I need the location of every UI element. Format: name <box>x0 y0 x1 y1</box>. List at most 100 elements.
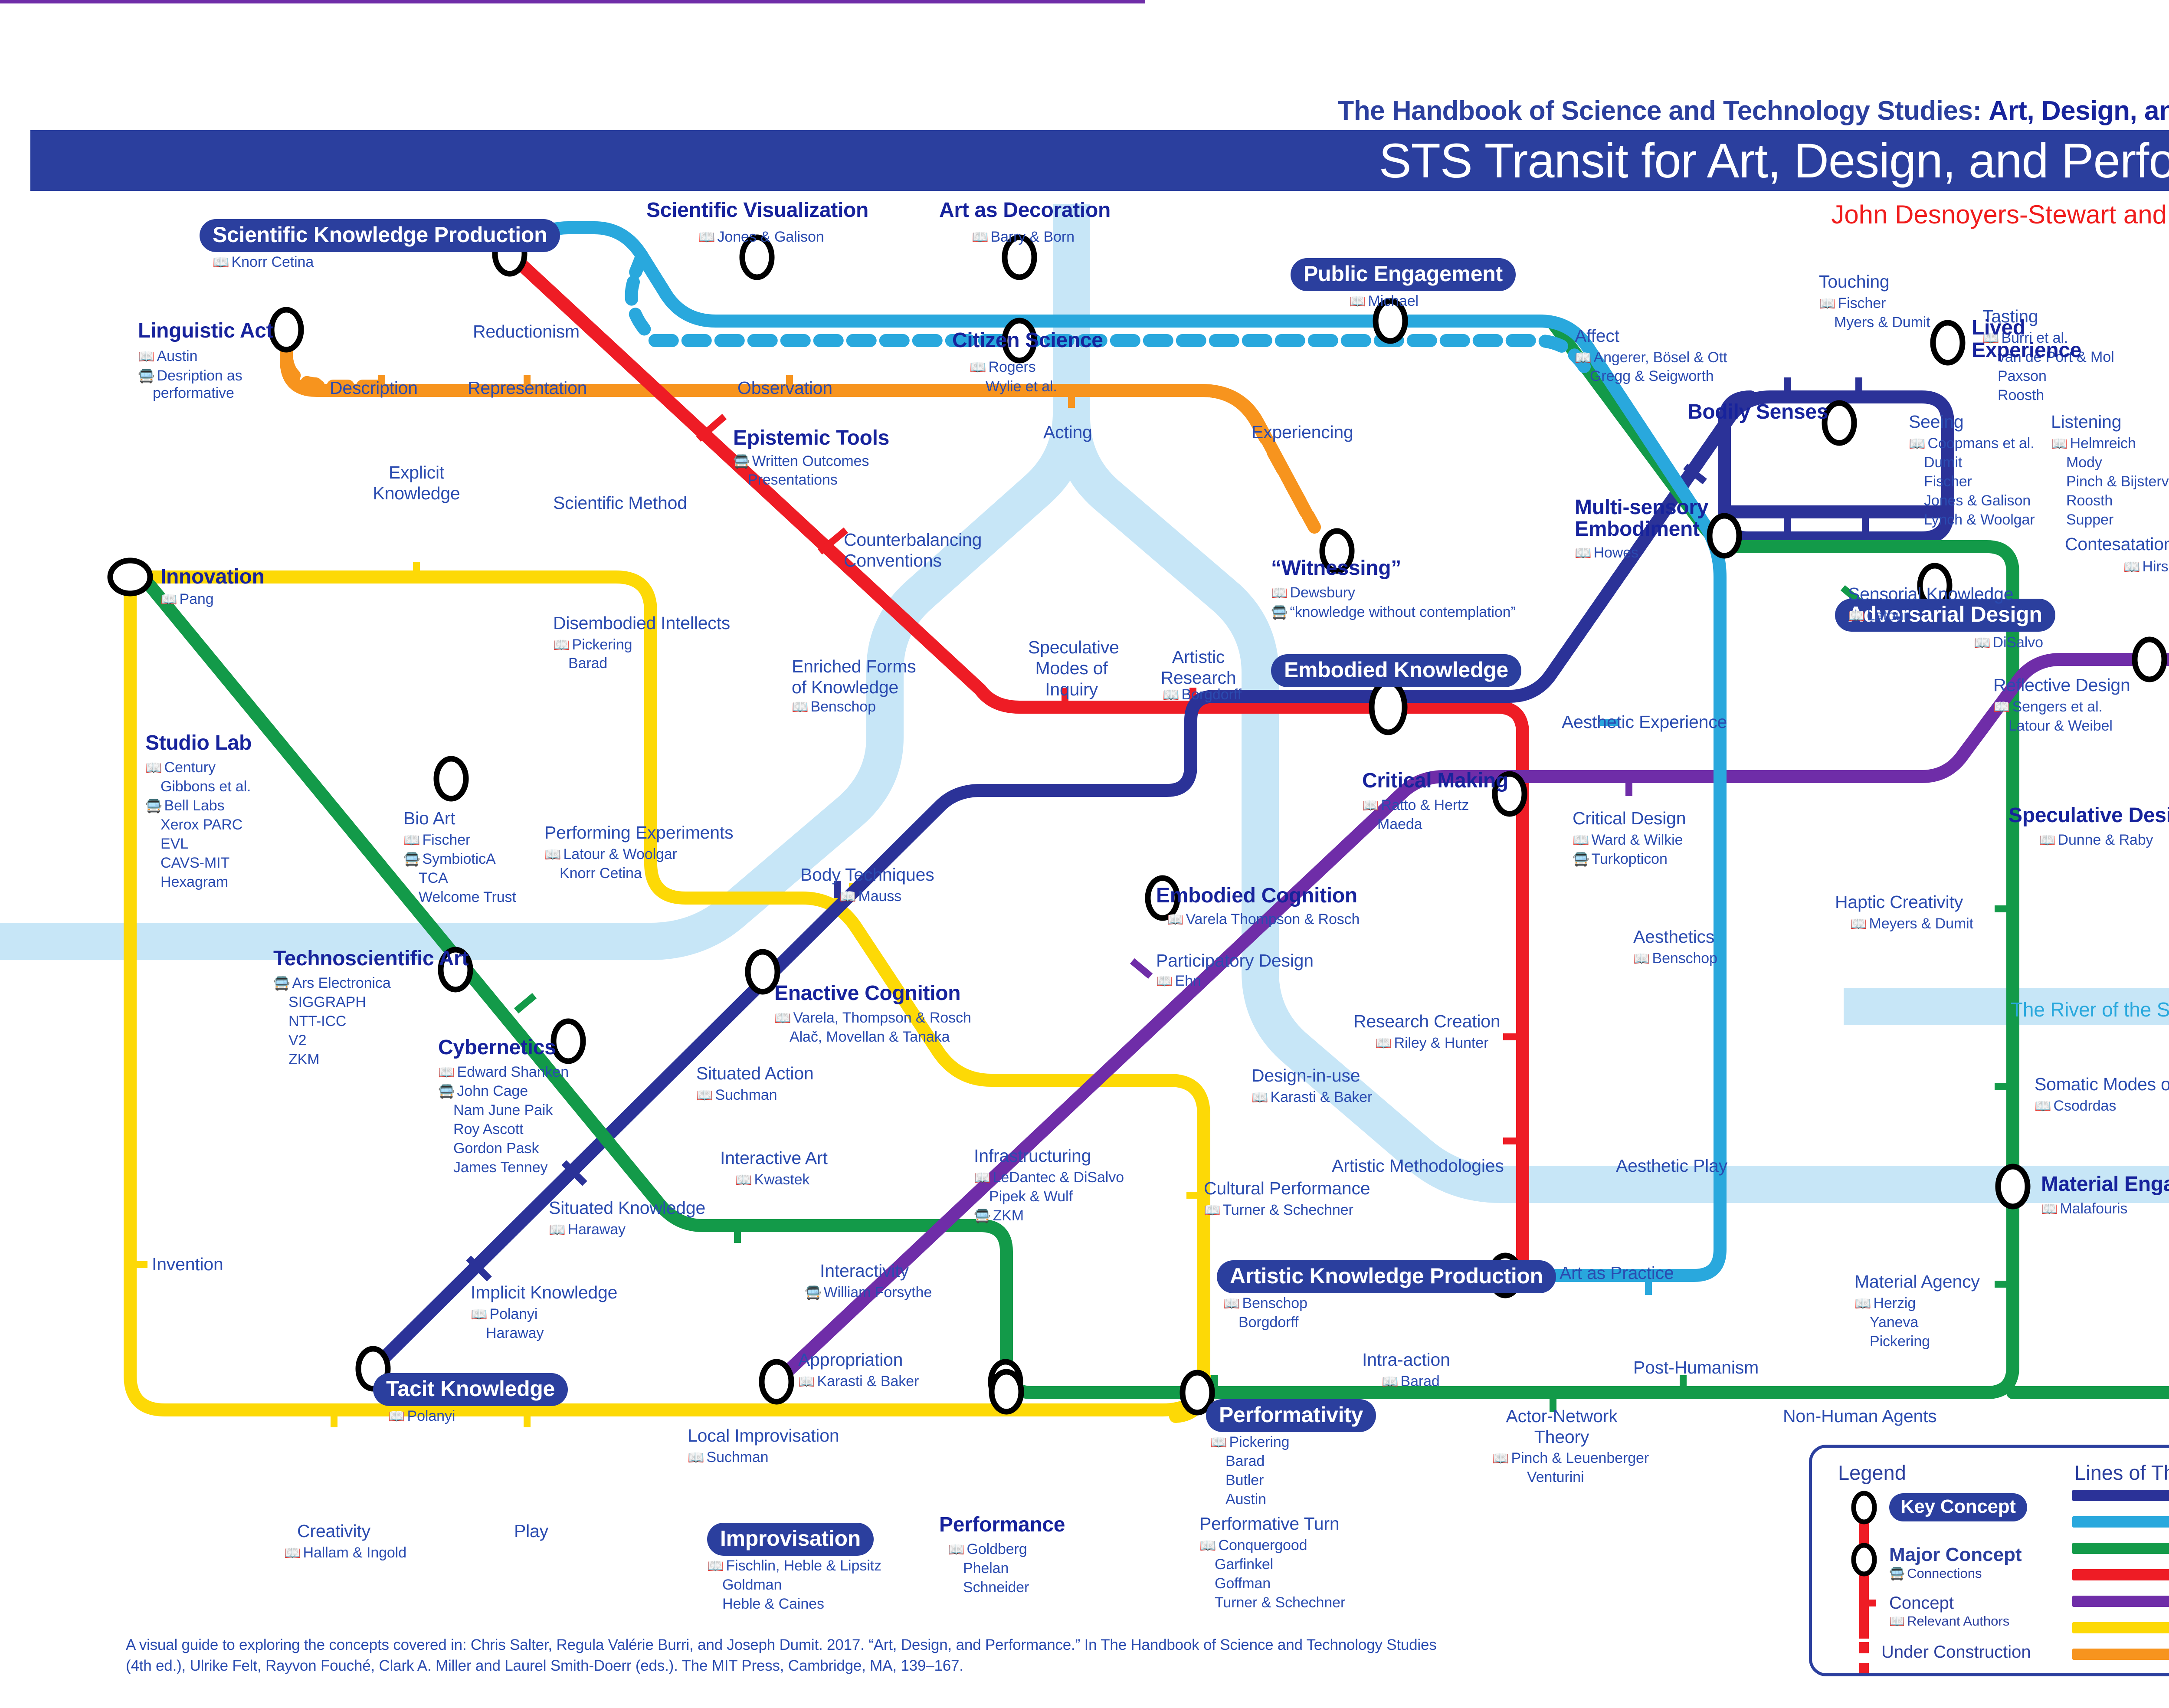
major-label-linguistic-act[interactable]: Linguistic Act <box>138 319 273 342</box>
concept-interactive-art[interactable]: Interactive Art <box>720 1148 828 1168</box>
concept-body-techniques[interactable]: Body Techniques <box>800 865 934 885</box>
authors-cultural-performance: 📖Turner & Schechner <box>1204 1202 1353 1218</box>
concept-tasting[interactable]: Tasting <box>1982 306 2038 326</box>
key-label-performativity[interactable]: Performativity <box>1206 1399 1376 1432</box>
connections-technoscientific-art-5: ZKM <box>288 1051 320 1068</box>
authors-participatory-design: 📖Ehn <box>1156 973 1201 989</box>
concept-local-improvisation[interactable]: Local Improvisation <box>688 1426 839 1446</box>
concept-somatic-modes-of-attention[interactable]: Somatic Modes of Attention <box>2035 1074 2169 1094</box>
key-label-tacit-knowledge[interactable]: Tacit Knowledge <box>373 1373 568 1406</box>
concept-invention[interactable]: Invention <box>152 1254 223 1274</box>
concept-explicit-knowledge[interactable]: Explicit Knowledge <box>373 462 460 504</box>
authors-contestational-design: 📖Hirsch <box>2123 558 2169 575</box>
concept-performative-turn[interactable]: Performative Turn <box>1199 1514 1340 1534</box>
authors-tasting: 📖Burri et al. <box>1982 330 2068 346</box>
concept-situated-action[interactable]: Situated Action <box>696 1063 814 1083</box>
concept-appropriation[interactable]: Appropriation <box>798 1350 903 1370</box>
major-label-enactive-cognition[interactable]: Enactive Cognition <box>774 982 961 1005</box>
major-label-speculative-design[interactable]: Speculative Design <box>2008 804 2169 827</box>
key-label-improvisation[interactable]: Improvisation <box>707 1523 874 1556</box>
concept-sensorial-knowledge[interactable]: Sensorial Knowledge <box>1848 584 2014 604</box>
concept-haptic-creativity[interactable]: Haptic Creativity <box>1835 892 1963 912</box>
major-label-art-as-decoration[interactable]: Art as Decoration <box>939 199 1111 222</box>
concept-reflective-design[interactable]: Reflective Design <box>1993 675 2130 695</box>
major-label-studio-lab[interactable]: Studio Lab <box>145 731 252 754</box>
authors-body-techniques: 📖Mauss <box>839 888 902 905</box>
concept-enriched-forms-of-knowledge[interactable]: Enriched Forms of Knowledge <box>792 656 916 698</box>
major-label-scientific-visualization[interactable]: Scientific Visualization <box>646 199 869 222</box>
authors-disembodied-intellects-2: Barad <box>568 655 608 672</box>
legend-swatch-knowledge-production <box>2072 1569 2169 1580</box>
authors-performativity: 📖Pickering <box>1210 1434 1290 1450</box>
authors-critical-making-2: Maeda <box>1377 816 1422 833</box>
authors-listening: 📖Helmreich <box>2051 435 2136 452</box>
concept-performing-experiments[interactable]: Performing Experiments <box>544 823 734 843</box>
concept-situated-knowledge[interactable]: Situated Knowledge <box>549 1198 706 1218</box>
major-label-technoscientific-art[interactable]: Technoscientific Art <box>273 947 469 970</box>
concept-representation[interactable]: Representation <box>468 378 587 398</box>
major-label-epistemic-tools[interactable]: Epistemic Tools <box>733 426 890 449</box>
concept-affect[interactable]: Affect <box>1575 326 1619 346</box>
concept-listening[interactable]: Listening <box>2051 412 2122 432</box>
key-label-embodied-knowledge[interactable]: Embodied Knowledge <box>1271 654 1521 687</box>
key-label-adversarial-design[interactable]: Adversarial Design <box>1835 599 2055 632</box>
concept-creativity[interactable]: Creativity <box>297 1521 370 1541</box>
concept-implicit-knowledge[interactable]: Implicit Knowledge <box>471 1282 618 1302</box>
key-label-public-engagement[interactable]: Public Engagement <box>1291 258 1516 291</box>
authors-enriched-forms: 📖Benschop <box>792 698 876 715</box>
major-label-innovation[interactable]: Innovation <box>161 565 265 588</box>
major-label-performance[interactable]: Performance <box>939 1513 1065 1536</box>
concept-reductionism[interactable]: Reductionism <box>473 321 580 341</box>
concept-artistic-methodologies[interactable]: Artistic Methodologies <box>1332 1156 1504 1176</box>
authors-interactive-art: 📖Kwastek <box>735 1171 810 1188</box>
major-label-cybernetics[interactable]: Cybernetics <box>438 1036 556 1059</box>
concept-actor-network-theory[interactable]: Actor-Network Theory <box>1506 1406 1618 1447</box>
authors-improvisation-2: Goldman <box>722 1577 782 1593</box>
legend-connections: 🚍Connections <box>1889 1566 1982 1581</box>
concept-description[interactable]: Description <box>330 378 418 398</box>
concept-artistic-research[interactable]: Artistic Research <box>1160 647 1236 688</box>
key-label-scientific-knowledge-production[interactable]: Scientific Knowledge Production <box>200 219 560 252</box>
legend-panel: Legend Lines of Thought Key Concept Majo… <box>1809 1445 2169 1676</box>
major-label-bodily-senses[interactable]: Bodily Senses <box>1687 400 1828 423</box>
concept-counterbalancing-conventions[interactable]: Counterbalancing Conventions <box>844 530 982 571</box>
major-label-critical-making[interactable]: Critical Making <box>1362 769 1508 792</box>
concept-aesthetic-experience[interactable]: Aesthetic Experience <box>1562 712 1727 732</box>
concept-disembodied-intellects[interactable]: Disembodied Intellects <box>553 613 731 633</box>
concept-bio-art[interactable]: Bio Art <box>403 808 455 828</box>
concept-play[interactable]: Play <box>514 1521 548 1541</box>
connections-technoscientific-art: 🚍Ars Electronica <box>273 975 391 991</box>
concept-non-human-agents[interactable]: Non-Human Agents <box>1783 1406 1937 1426</box>
major-label-citizen-science[interactable]: Citizen Science <box>952 329 1103 352</box>
concept-scientific-method[interactable]: Scientific Method <box>553 493 687 513</box>
concept-contestational-design[interactable]: Contesatational Design <box>2065 534 2169 554</box>
concept-post-humanism[interactable]: Post-Humanism <box>1633 1357 1759 1377</box>
concept-cultural-performance[interactable]: Cultural Performance <box>1204 1178 1370 1198</box>
concept-observation[interactable]: Observation <box>737 378 832 398</box>
major-label-multi-sensory-embodiment[interactable]: Multi-sensory Embodiment <box>1575 496 1709 541</box>
concept-art-as-practice[interactable]: Art as Practice <box>1560 1263 1674 1283</box>
concept-intra-action[interactable]: Intra-action <box>1362 1350 1450 1370</box>
concept-interactivity[interactable]: Interactivity <box>820 1261 909 1281</box>
major-label-witnessing[interactable]: “Witnessing” <box>1271 557 1401 580</box>
concept-critical-design[interactable]: Critical Design <box>1573 808 1686 828</box>
legend-swatch-engagement <box>2072 1516 2169 1528</box>
major-label-lived-experience[interactable]: Lived Experience <box>1972 316 2082 362</box>
authors-linguistic-act: 📖Austin <box>138 348 198 364</box>
key-label-artistic-knowledge-production[interactable]: Artistic Knowledge Production <box>1217 1260 1556 1293</box>
concept-participatory-design[interactable]: Participatory Design <box>1156 951 1314 970</box>
concept-acting[interactable]: Acting <box>1043 422 1092 442</box>
concept-material-agency[interactable]: Material Agency <box>1854 1272 1980 1292</box>
concept-research-creation[interactable]: Research Creation <box>1353 1011 1501 1031</box>
concept-touching[interactable]: Touching <box>1819 272 1890 292</box>
major-label-material-engagement[interactable]: Material Engagement <box>2041 1173 2169 1196</box>
concept-speculative-modes-of-inquiry[interactable]: Speculative Modes of Inquiry <box>1028 637 1119 699</box>
concept-infrastructuring[interactable]: Infrastructuring <box>974 1146 1091 1166</box>
concept-aesthetics[interactable]: Aesthetics <box>1633 927 1715 947</box>
concept-seeing[interactable]: Seeing <box>1909 412 1964 432</box>
concept-experiencing[interactable]: Experiencing <box>1252 422 1353 442</box>
major-label-embodied-cognition[interactable]: Embodied Cognition <box>1156 884 1357 907</box>
concept-aesthetic-play[interactable]: Aesthetic Play <box>1616 1156 1727 1176</box>
river-of-sociotechnical-world <box>0 204 2169 1203</box>
concept-design-in-use[interactable]: Design-in-use <box>1252 1065 1360 1085</box>
